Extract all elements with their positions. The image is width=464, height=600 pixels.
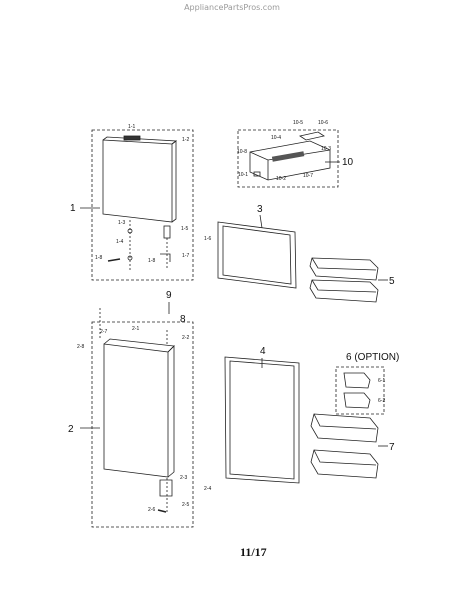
callout-10-6: 10-6: [318, 120, 328, 126]
callout-10-1: 10-1: [238, 172, 248, 178]
callout-10-4: 10-4: [271, 135, 281, 141]
callout-1-8: 1-8: [95, 255, 102, 261]
callout-2-1: 2-1: [132, 326, 139, 332]
callout-7: 7: [389, 442, 395, 453]
option-bin-2: [343, 392, 371, 409]
upper-door-group-box: [91, 129, 194, 281]
callout-1-1: 1-1: [128, 124, 135, 130]
callout-5: 5: [389, 276, 395, 287]
callout-2-8: 2-8: [77, 344, 84, 350]
callout-10-2: 10-2: [276, 176, 286, 182]
callout-2: 2: [68, 424, 74, 435]
lower-bin-2: [310, 449, 379, 479]
watermark: AppliancePartsPros.com: [184, 3, 280, 12]
page-number: 11/17: [240, 545, 267, 559]
control-panel: [249, 140, 331, 181]
callout-2-7: 2-7: [100, 329, 107, 335]
option-bins-group-box: [335, 366, 385, 415]
lower-door-group-box: [91, 321, 194, 528]
callout-1-6: 1-6: [204, 236, 211, 242]
upper-bin-1: [309, 257, 379, 281]
callout-1-3: 1-3: [118, 220, 125, 226]
callout-10-8: 10-8: [237, 149, 247, 155]
callout-1-4: 1-4: [116, 239, 123, 245]
callout-10-3: 10-3: [321, 146, 331, 152]
callout-6-option: 6 (OPTION): [346, 352, 399, 363]
upper-door-handle: [123, 135, 141, 141]
callout-1-5: 1-5: [181, 226, 188, 232]
upper-bin-2: [309, 279, 379, 303]
callout-1-8b: 1-8: [148, 258, 155, 264]
callout-10-7: 10-7: [303, 173, 313, 179]
callout-6-2: 6-2: [378, 398, 385, 404]
callout-1-2: 1-2: [182, 137, 189, 143]
callout-4: 4: [260, 346, 266, 357]
callout-6-1: 6-1: [378, 378, 385, 384]
upper-door-panel: [102, 139, 173, 223]
control-panel-group-box: [237, 129, 339, 188]
callout-3: 3: [257, 204, 263, 215]
callout-2-6: 2-6: [148, 507, 155, 513]
callout-9: 9: [166, 290, 172, 301]
callout-10-5: 10-5: [293, 120, 303, 126]
callout-10: 10: [342, 157, 354, 168]
callout-2-4: 2-4: [204, 486, 211, 492]
callout-2-2: 2-2: [182, 335, 189, 341]
callout-1-7: 1-7: [182, 253, 189, 259]
lower-door-panel: [103, 343, 169, 478]
callout-8: 8: [180, 314, 186, 325]
callout-1: 1: [70, 203, 76, 214]
lower-bin-1: [310, 413, 379, 443]
upper-gasket: [217, 221, 297, 289]
option-bin-1: [343, 372, 371, 389]
callout-2-5: 2-5: [182, 502, 189, 508]
callout-2-3: 2-3: [180, 475, 187, 481]
lower-gasket: [224, 356, 300, 484]
